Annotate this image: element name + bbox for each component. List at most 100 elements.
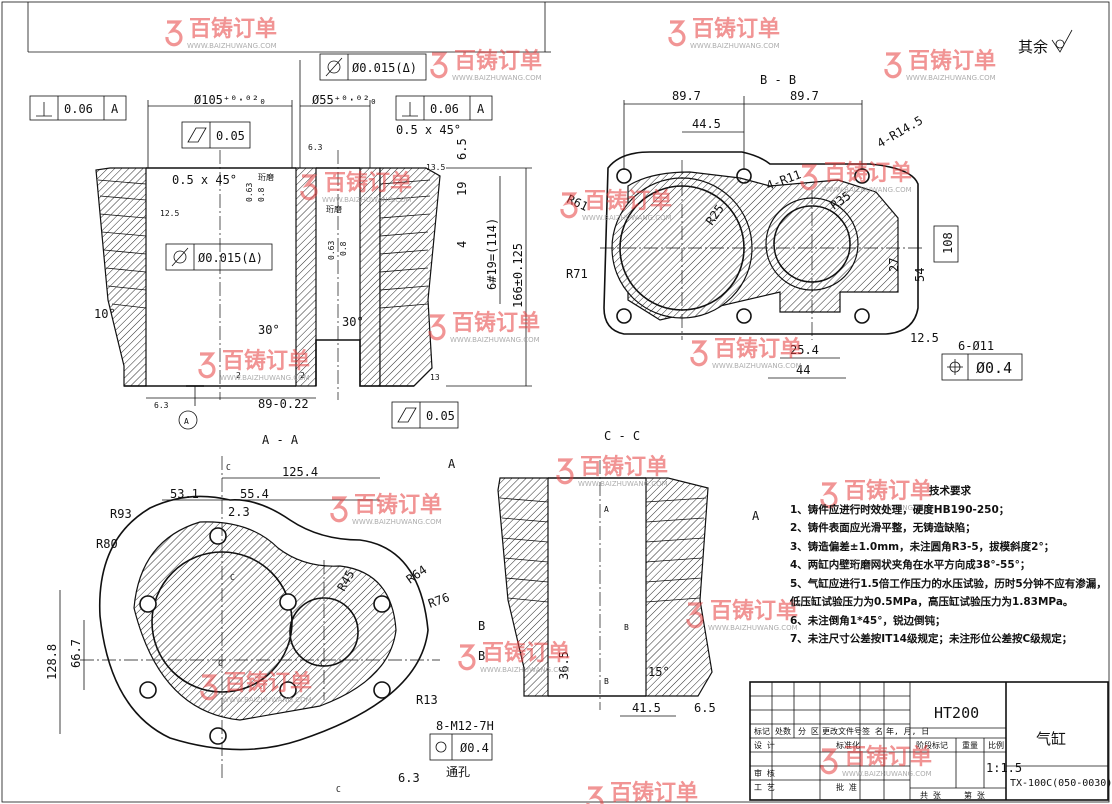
dim-2b: 2 xyxy=(300,371,305,380)
notes-item-7: 7、未注尺寸公差按IT14级规定；未注形位公差按C级规定； xyxy=(790,633,1073,645)
cc-mark-b: B xyxy=(624,623,629,632)
watermark-url: WWW.BAIZHUWANG.COM xyxy=(352,518,442,526)
tb-row-design: 设 计 xyxy=(754,740,775,750)
tb-row-standard: 标准化 xyxy=(836,740,860,750)
view-label-cc: C - C xyxy=(604,429,640,443)
dim-roughness-bottom: 6.3 xyxy=(154,401,169,410)
tb-row-review: 审 核 xyxy=(754,768,775,778)
watermark-url: WWW.BAIZHUWANG.COM xyxy=(712,362,802,370)
gdt-perp-left-value: 0.06 xyxy=(64,102,93,116)
dim-bb-44: 44 xyxy=(796,363,810,377)
cc-fins xyxy=(499,497,707,603)
notes-item-5b: 低压缸试验压力为0.5MPa，高压缸试验压力为1.83MPa。 xyxy=(790,596,1074,608)
dim-bb-27: 27 xyxy=(887,258,901,272)
dim-2a: 2 xyxy=(236,371,241,380)
dim-13-5: 13.5 xyxy=(426,163,445,172)
dim-aa-2-3: 2.3 xyxy=(228,505,250,519)
dim-89: 89-0.22 xyxy=(258,397,309,411)
watermark-brand: 百铸订单 xyxy=(824,160,912,186)
watermark-url: WWW.BAIZHUWANG.COM xyxy=(578,480,668,488)
tb-scale-value: 1:1.5 xyxy=(986,761,1022,775)
perpendicularity-icon xyxy=(36,102,52,117)
gdt-flat-top-value: 0.05 xyxy=(216,129,245,143)
tb-drawing-number: TX-100C(050-0030) xyxy=(1010,778,1112,789)
tb-weight: 重量 xyxy=(962,740,978,750)
dim-bb-12-5: 12.5 xyxy=(910,331,939,345)
title-block: 标记 处数 分 区 更改文件号 签 名 年, 月, 日 设 计 标准化 审 核 … xyxy=(749,681,1112,801)
aa-view: A - A 125.4 53.1 55.4 2.3 R93 R80 R45 R6… xyxy=(45,433,494,794)
dim-surface-0-63a: 0.63 xyxy=(245,183,254,202)
dim-bore-55: Ø55⁺⁰·⁰²₀ xyxy=(312,93,377,107)
tb-part-name: 气缸 xyxy=(1036,730,1066,748)
notes-title: 技术要求 xyxy=(929,485,971,497)
dim-6-5: 6.5 xyxy=(455,138,469,160)
position-icon xyxy=(435,741,447,753)
cylindricity-icon xyxy=(325,57,343,77)
dim-cc-15: 15° xyxy=(648,665,670,679)
front-view: 0.06 A 0.06 A Ø0.015(Δ) 0.05 Ø0.015(Δ) 0… xyxy=(29,53,532,430)
dim-bb-44-5: 44.5 xyxy=(692,117,721,131)
notes-item-4: 4、两缸内壁珩磨网状夹角在水平方向成38°-55°； xyxy=(790,559,1031,571)
dim-bb-r14-5: 4-R14.5 xyxy=(875,113,926,150)
gdt-flat-bottom-value: 0.05 xyxy=(426,409,455,423)
dim-bb-89-7b: 89.7 xyxy=(790,89,819,103)
watermark-brand: 百铸订单 xyxy=(454,48,542,74)
tb-header-count: 处数 xyxy=(775,726,791,736)
gdt-cyl-mid-value: Ø0.015(Δ) xyxy=(198,251,263,265)
watermark-brand: 百铸订单 xyxy=(844,478,932,504)
dim-aa-128-8: 128.8 xyxy=(45,644,59,680)
cc-view: C - C A A B B 36.5 15° 41.5 6.5 A B B xyxy=(448,429,760,717)
cc-left-wall xyxy=(497,477,549,697)
dim-bb-108: 108 xyxy=(941,232,955,254)
section-mark-c-top: C xyxy=(226,463,231,472)
dim-chamfer-left: 0.5 x 45° xyxy=(172,173,237,187)
tb-stage: 阶段标记 xyxy=(916,740,948,750)
flatness-icon xyxy=(187,127,207,143)
dim-aa-66-7: 66.7 xyxy=(69,639,83,668)
tb-header-docno: 更改文件号 xyxy=(822,726,862,736)
watermark-url: WWW.BAIZHUWANG.COM xyxy=(480,666,570,674)
watermark-url: WWW.BAIZHUWANG.COM xyxy=(842,770,932,778)
watermark-brand: 百铸订单 xyxy=(482,640,570,666)
datum-a-symbol xyxy=(178,410,198,430)
dim-surface-0-8a: 0.8 xyxy=(257,187,266,202)
dim-aa-r93: R93 xyxy=(110,507,132,521)
watermark-url: WWW.BAIZHUWANG.COM xyxy=(452,74,542,82)
roughness-symbol xyxy=(1051,29,1073,53)
watermark-url: WWW.BAIZHUWANG.COM xyxy=(906,74,996,82)
dim-angle-30b: 30° xyxy=(342,315,364,329)
aa-center-c-1: C xyxy=(230,573,235,582)
section-mark-a-left: A xyxy=(448,457,456,471)
cc-mark-b2: B xyxy=(604,677,609,686)
technical-requirements: 技术要求 1、铸件应进行时效处理，硬度HB190-250； 2、铸件表面应光滑平… xyxy=(790,482,1107,649)
watermark-url: WWW.BAIZHUWANG.COM xyxy=(187,42,277,50)
dim-bb-holes: 6-Ø11 xyxy=(958,339,994,353)
dim-cc-6-5: 6.5 xyxy=(694,701,716,715)
section-mark-b-left: B xyxy=(478,619,485,633)
watermark-brand: 百铸订单 xyxy=(580,454,668,480)
watermark-brand: 百铸订单 xyxy=(710,598,798,624)
watermark-url: WWW.BAIZHUWANG.COM xyxy=(322,196,412,204)
aa-center-c-2: C xyxy=(218,659,223,668)
notes-item-3: 3、铸造偏差±1.0mm，未注圆角R3-5，拔模斜度2°； xyxy=(790,540,1055,553)
watermark-brand: 百铸订单 xyxy=(354,492,442,518)
tb-header-sign: 签 名 xyxy=(862,726,883,736)
dim-chamfer-right: 0.5 x 45° xyxy=(396,123,461,137)
watermark-brand: 百铸订单 xyxy=(908,48,996,74)
datum-a-label: A xyxy=(184,417,189,426)
dim-aa-r13: R13 xyxy=(416,693,438,707)
cc-right-wall xyxy=(645,477,713,697)
dim-aa-roughness: 6.3 xyxy=(398,771,420,785)
dim-angle-30a: 30° xyxy=(258,323,280,337)
gdt-cyl-top-value: Ø0.015(Δ) xyxy=(352,61,417,75)
dim-13: 13 xyxy=(430,373,440,382)
section-mark-b-left2: B xyxy=(478,649,485,663)
watermark-brand: 百铸订单 xyxy=(844,744,932,770)
notes-item-6: 6、未注倒角1*45°，锐边倒钝； xyxy=(790,614,946,627)
watermark-url: WWW.BAIZHUWANG.COM xyxy=(708,624,798,632)
dim-angle-10: 10° xyxy=(94,307,116,321)
dim-bb-89-7a: 89.7 xyxy=(672,89,701,103)
dim-aa-through: 通孔 xyxy=(446,765,470,779)
